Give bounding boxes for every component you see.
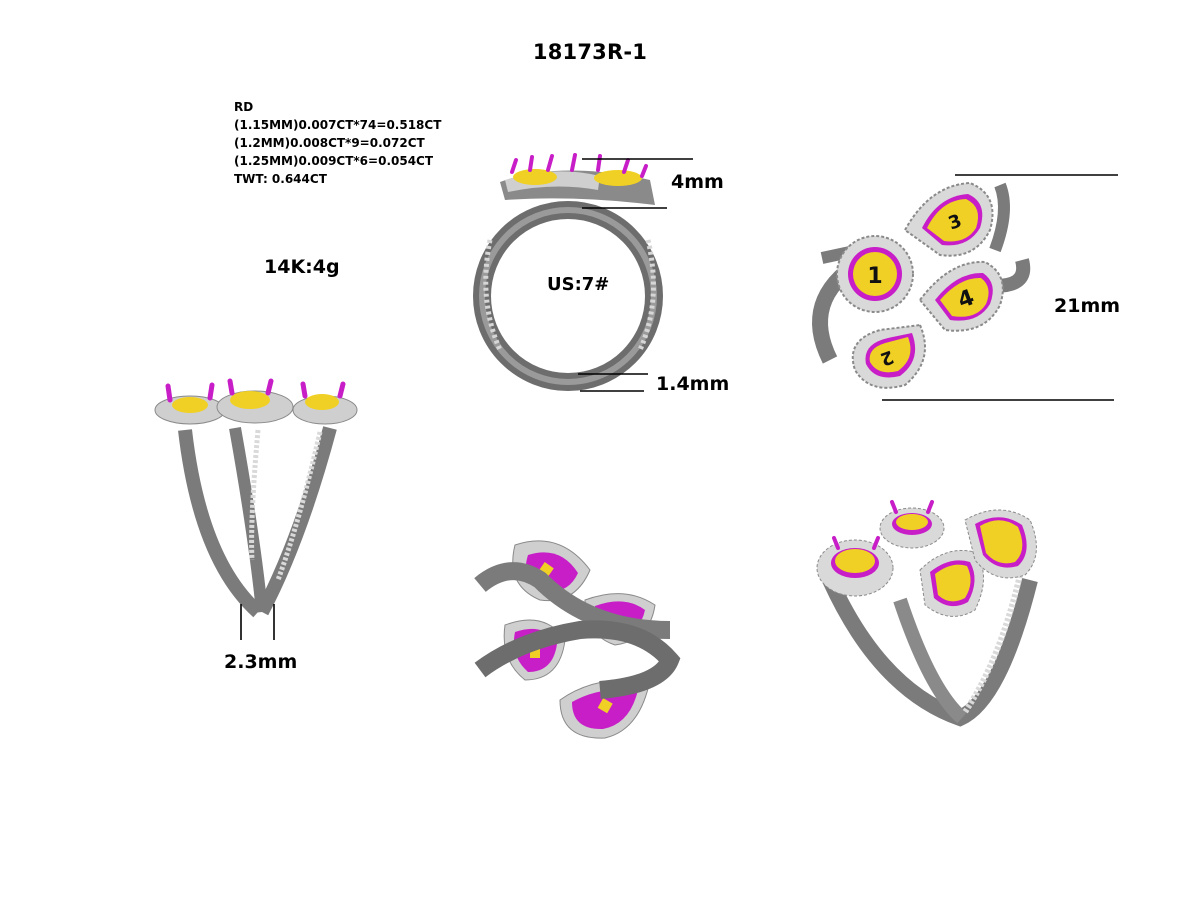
spec-line-total: TWT: 0.644CT <box>234 172 327 186</box>
band-thickness-dimension: 1.4mm <box>656 373 730 395</box>
spec-line-2: (1.2MM)0.008CT*9=0.072CT <box>234 136 425 150</box>
width-dimension: 21mm <box>1054 295 1121 317</box>
front-view <box>473 153 693 392</box>
stone-2-setting: 2 <box>851 323 926 389</box>
spec-line-1: (1.15MM)0.007CT*74=0.518CT <box>234 118 442 132</box>
top-view: 1 2 3 4 <box>812 174 1118 401</box>
bottom-view <box>474 540 681 739</box>
front-view-head <box>500 153 655 205</box>
stone-1-number: 1 <box>867 264 882 289</box>
spec-line-type: RD <box>234 100 254 114</box>
stone-3-setting: 3 <box>903 181 994 257</box>
perspective-view-heads <box>816 500 1037 617</box>
spec-line-3: (1.25MM)0.009CT*6=0.054CT <box>234 154 434 168</box>
side-view-shank <box>178 426 337 618</box>
bottom-view-shank <box>474 562 681 699</box>
ring-size-label: US:7# <box>547 274 610 295</box>
metal-weight-label: 14K:4g <box>264 256 340 278</box>
stone-specification: RD (1.15MM)0.007CT*74=0.518CT (1.2MM)0.0… <box>234 98 441 188</box>
drawing-title: 18173R-1 <box>532 40 648 64</box>
side-view-heads <box>154 378 358 425</box>
stone-4-setting: 4 <box>918 260 1004 332</box>
perspective-view-shank <box>822 574 1038 727</box>
side-view <box>154 378 358 640</box>
perspective-view <box>816 500 1038 727</box>
shank-width-dimension: 2.3mm <box>224 651 298 673</box>
front-view-band <box>473 201 663 391</box>
height-dimension: 4mm <box>671 171 724 193</box>
stone-1-setting: 1 <box>836 235 914 313</box>
